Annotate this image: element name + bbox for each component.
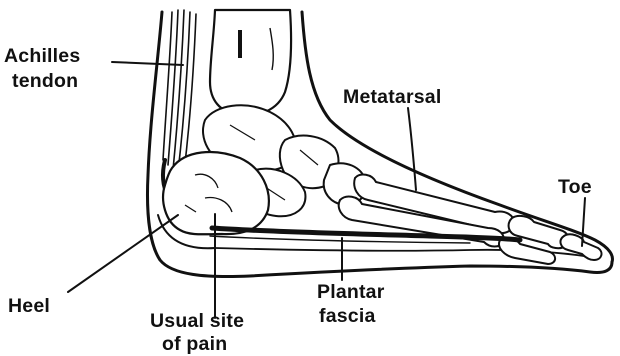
plantar-label-line1: Plantar [317,281,385,303]
heel-leader-line [68,215,178,292]
toe-leader-line [582,198,585,246]
pain-site-label-line2: of pain [162,333,227,355]
heel-label: Heel [8,295,50,317]
achilles-label-line2: tendon [12,70,78,92]
achilles-leader-line [112,62,183,65]
metatarsal-label: Metatarsal [343,86,441,108]
plantar-label-line2: fascia [319,305,376,327]
pain-site-label-line1: Usual site [150,310,244,332]
metatarsal-leader-line [408,108,416,190]
toe-label: Toe [558,176,592,198]
tibia-bone [210,10,291,116]
achilles-label-line1: Achilles [4,45,80,67]
